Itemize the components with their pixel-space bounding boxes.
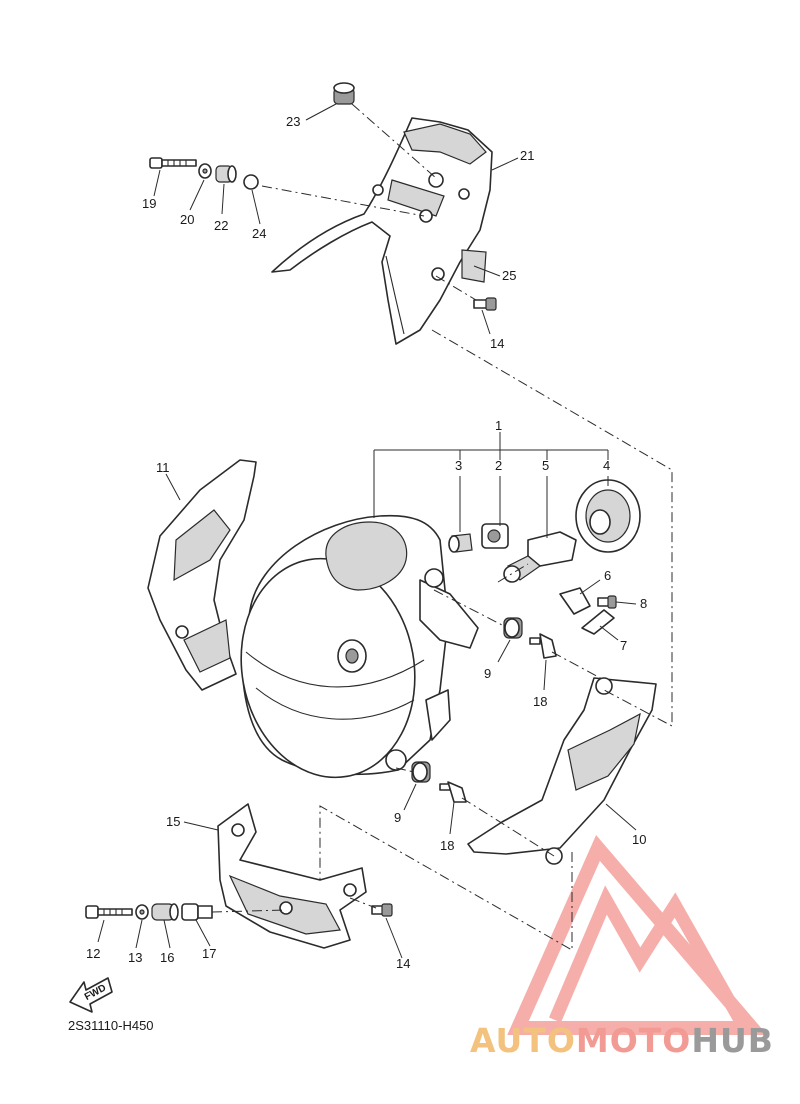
socket-2 (481, 523, 509, 549)
callout-labels: 1 2 3 4 5 6 7 8 9 9 10 11 12 13 14 14 15… (86, 114, 647, 971)
watermark-text: AUTOMOTOHUB (470, 1021, 774, 1060)
callout-23: 23 (286, 114, 300, 129)
bolt-14-top (473, 297, 497, 311)
watermark-moto: MOTO (576, 1021, 691, 1060)
bulb-cover-4 (575, 479, 641, 553)
washer-20 (198, 163, 212, 179)
callout-18-lower: 18 (440, 838, 454, 853)
collar-16 (151, 903, 179, 921)
callout-11: 11 (156, 460, 170, 475)
clip-7 (581, 609, 615, 635)
callout-4: 4 (603, 458, 610, 473)
screw-8 (597, 595, 617, 609)
callout-3: 3 (455, 458, 462, 473)
callout-14-top: 14 (490, 336, 504, 351)
nut-24 (243, 174, 259, 190)
watermark-auto: AUTO (470, 1021, 576, 1060)
cover-11 (147, 459, 257, 691)
callout-7: 7 (620, 638, 627, 653)
callout-10: 10 (632, 832, 646, 847)
callout-20: 20 (180, 212, 194, 227)
callout-15: 15 (166, 814, 180, 829)
callout-19: 19 (142, 196, 156, 211)
collar-22 (215, 165, 237, 183)
callout-21: 21 (520, 148, 534, 163)
bolt-12 (85, 905, 133, 919)
bolt-19 (149, 157, 197, 169)
watermark-hub: HUB (691, 1021, 774, 1060)
callout-13: 13 (128, 950, 142, 965)
callout-16: 16 (160, 950, 174, 965)
leader-lines (97, 103, 637, 959)
bracket-6 (559, 587, 591, 615)
fwd-arrow (69, 977, 113, 1013)
watermark-logo (507, 835, 768, 1035)
collar-18-upper (529, 633, 557, 659)
nut-23 (333, 82, 355, 105)
grommet-9-lower (411, 761, 431, 783)
collar-17 (181, 903, 213, 921)
callout-14-lower: 14 (396, 956, 410, 971)
callout-12: 12 (86, 946, 100, 961)
callout-25: 25 (502, 268, 516, 283)
diagram-code: 2S31110-H450 (68, 1018, 154, 1033)
cover-10 (467, 677, 657, 865)
grommet-9-upper (503, 617, 523, 639)
watermark-m-shape (549, 885, 746, 1024)
callout-22: 22 (214, 218, 228, 233)
callout-17: 17 (202, 946, 216, 961)
callout-9-upper: 9 (484, 666, 491, 681)
callout-18-upper: 18 (533, 694, 547, 709)
bracket-15 (217, 803, 367, 949)
headlight-body (240, 514, 479, 779)
assembly-lines (211, 103, 673, 951)
callout-6: 6 (604, 568, 611, 583)
callout-9-lower: 9 (394, 810, 401, 825)
bolt-14-lower (371, 903, 393, 917)
bulb-3 (448, 533, 473, 553)
callout-1: 1 (495, 418, 502, 433)
washer-13 (135, 904, 149, 920)
callout-8: 8 (640, 596, 647, 611)
collar-18-lower (439, 781, 467, 803)
watermark-triangle-outer (507, 835, 768, 1035)
callout-24: 24 (252, 226, 266, 241)
bulb-5 (503, 531, 577, 583)
callout-2: 2 (495, 458, 502, 473)
callout-5: 5 (542, 458, 549, 473)
headlight-stay-bracket (271, 117, 493, 345)
